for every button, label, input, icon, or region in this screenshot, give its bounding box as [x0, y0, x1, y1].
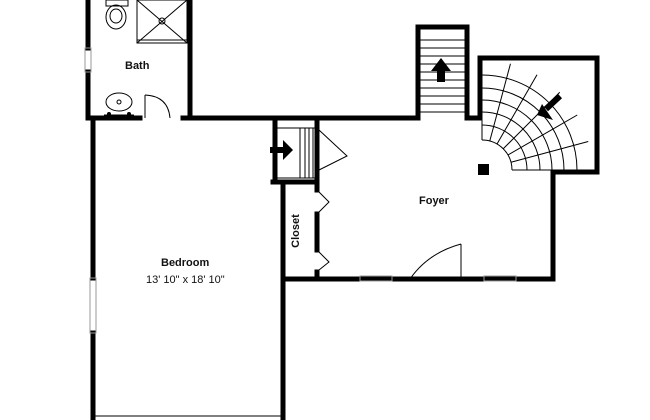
bath-door	[144, 94, 171, 119]
windows	[84, 47, 517, 334]
toilet-icon	[105, 0, 129, 30]
entry-door	[409, 243, 462, 280]
room-dimensions-bedroom: 13' 10" x 18' 10"	[146, 274, 225, 286]
spiral-tread	[507, 114, 578, 156]
closet-door-upper	[318, 191, 330, 213]
spiral-tread	[489, 63, 511, 142]
room-label-bedroom: Bedroom	[161, 257, 210, 269]
room-label-closet: Closet	[289, 214, 302, 248]
spiral-stairs-icon	[481, 60, 592, 171]
spiral-tread	[510, 141, 589, 163]
column-icon	[478, 164, 489, 175]
room-label-bath: Bath	[125, 60, 150, 72]
spiral-arc	[481, 139, 513, 171]
closet-door-lower	[318, 251, 330, 271]
foyer-hall-door	[318, 129, 348, 171]
sink-icon	[104, 92, 134, 116]
spiral-tread	[496, 74, 538, 145]
room-label-foyer: Foyer	[419, 195, 449, 207]
landing-step-icon	[270, 127, 317, 179]
doors	[144, 94, 462, 280]
stairs-up-icon	[420, 39, 465, 113]
shower-icon	[136, 0, 188, 44]
walls	[85, 0, 600, 420]
